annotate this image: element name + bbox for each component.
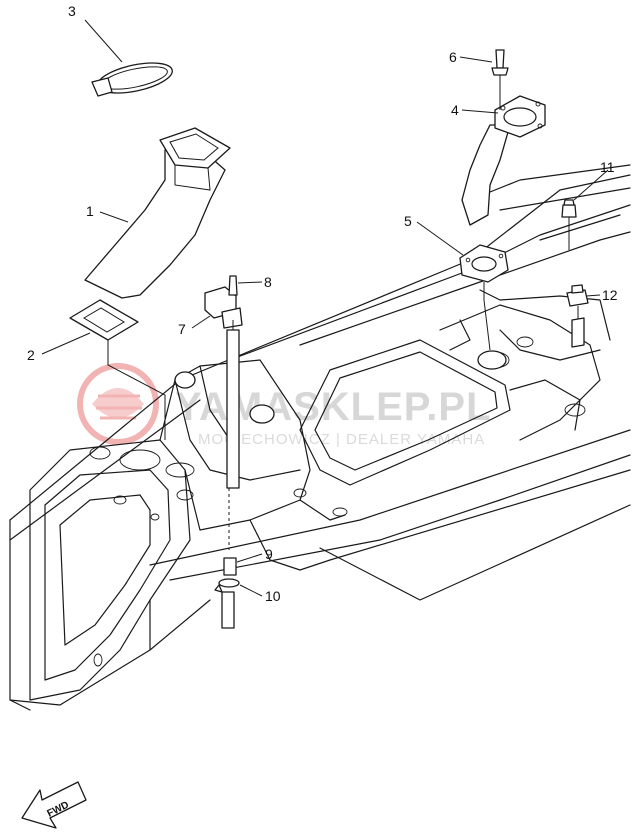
callout-3: 3	[68, 3, 76, 19]
callout-4: 4	[451, 102, 459, 118]
part-8-vent-fitting[interactable]	[226, 275, 240, 489]
callout-8: 8	[264, 274, 272, 290]
callout-10: 10	[265, 588, 281, 604]
callout-leaders	[41, 19, 609, 597]
callout-7: 7	[178, 321, 186, 337]
watermark: YAMASKLEP.PL MOCIECHOWICZ | DEALER YAMAH…	[77, 363, 491, 448]
part-4-outlet-pipe[interactable]	[461, 95, 546, 226]
part-11-bolt[interactable]	[561, 199, 577, 250]
callout-11: 11	[600, 159, 615, 175]
part-5-flange-gasket[interactable]	[459, 244, 509, 283]
callout-12: 12	[602, 287, 618, 303]
part-7-bracket[interactable]	[204, 286, 243, 329]
watermark-subtitle: MOCIECHOWICZ | DEALER YAMAHA	[198, 431, 485, 448]
callout-9: 9	[265, 546, 273, 562]
watermark-logo-icon	[77, 363, 159, 445]
callout-1: 1	[86, 203, 94, 219]
part-6-clip[interactable]	[491, 49, 509, 110]
callout-6: 6	[449, 49, 457, 65]
part-1-intake-duct[interactable]	[84, 127, 231, 299]
part-2-gasket[interactable]	[69, 299, 139, 341]
part-10-clamp[interactable]	[214, 578, 240, 593]
fwd-arrow-icon: FWD	[21, 781, 87, 829]
part-3-hose-clamp[interactable]	[91, 57, 175, 98]
part-12-grommet[interactable]	[566, 284, 589, 348]
callout-2: 2	[27, 347, 35, 363]
callout-5: 5	[404, 213, 412, 229]
part-9-hose[interactable]	[223, 557, 237, 576]
